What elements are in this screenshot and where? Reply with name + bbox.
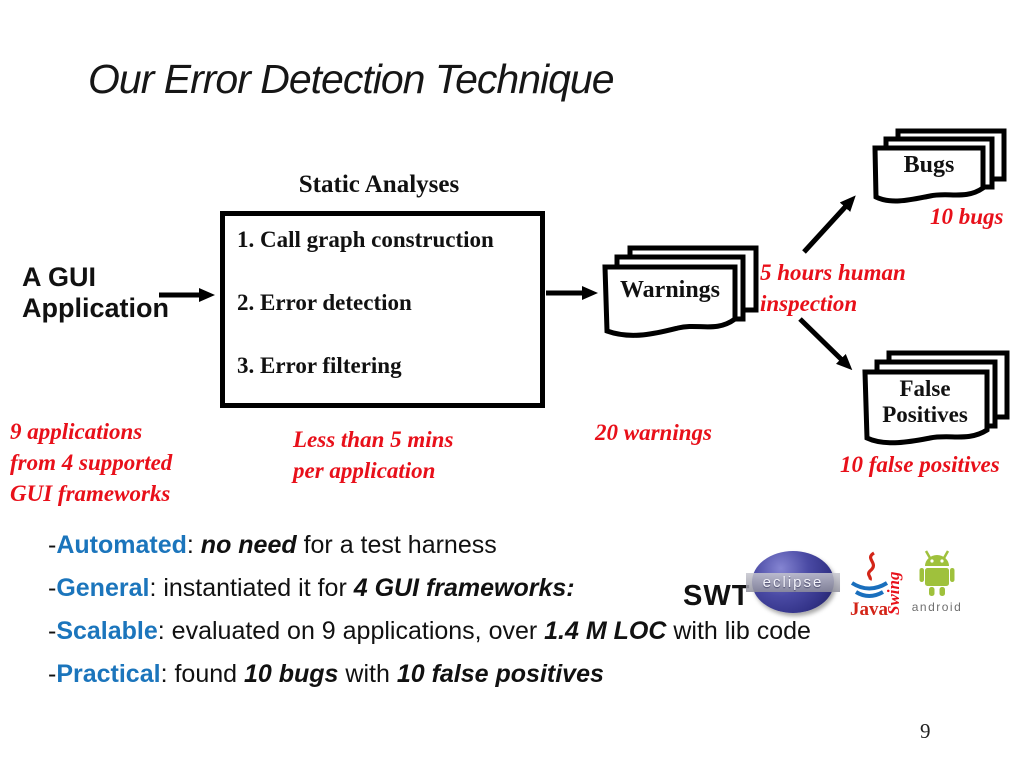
note-false-positive-count: 10 false positives <box>840 452 1000 477</box>
page-number: 9 <box>920 719 931 743</box>
slide-title: Our Error Detection Technique <box>88 56 615 102</box>
bullet-term: Scalable <box>56 617 158 645</box>
false-positives-label: False Positives <box>882 376 968 427</box>
swing-logo: Swing <box>884 571 903 615</box>
bugs-label: Bugs <box>903 152 955 178</box>
java-logo: Java <box>850 551 889 620</box>
eclipse-logo: eclipse <box>746 551 840 613</box>
bullet-text: for a test harness <box>296 531 497 559</box>
bullet-text: with lib code <box>666 617 811 645</box>
gui-application-label: A GUI Application <box>22 262 169 323</box>
eclipse-band <box>746 573 840 592</box>
bullet-list: -Automated: no need for a test harness -… <box>48 532 811 704</box>
note-time-per-application: Less than 5 mins per application <box>293 427 454 483</box>
bullet-term: Practical <box>56 660 161 688</box>
bullet-dash: - <box>48 617 57 645</box>
bullet-emphasis: 10 bugs <box>243 660 339 688</box>
bullet-dash: - <box>48 531 57 559</box>
arrow-analyses-to-warnings-icon <box>546 286 598 300</box>
bugs-stack: Bugs <box>872 128 1012 210</box>
swt-logo: SWT <box>683 580 751 612</box>
bullet-text: : instantiated it for <box>149 574 354 602</box>
bullet-general: -General: instantiated it for 4 GUI fram… <box>48 575 811 602</box>
arrow-input-to-analyses-icon <box>159 288 215 302</box>
document-stack-icon <box>862 350 1010 446</box>
bullet-text: : evaluated on 9 applications, over <box>157 617 545 645</box>
arrow-warnings-to-false-positives-icon <box>798 317 853 371</box>
bullet-dash: - <box>48 574 57 602</box>
eclipse-logo-text: eclipse <box>762 574 824 591</box>
analysis-step-1: 1. Call graph construction <box>237 227 494 252</box>
bullet-dash: - <box>48 660 57 688</box>
bullet-text: : found <box>160 660 244 688</box>
analysis-step-3: 3. Error filtering <box>237 353 402 378</box>
bullet-emphasis: 1.4 M LOC <box>544 617 667 645</box>
bullet-term: Automated <box>56 531 187 559</box>
bullet-emphasis: no need <box>200 531 297 559</box>
warnings-label: Warnings <box>619 277 721 303</box>
note-applications: 9 applications from 4 supported GUI fram… <box>10 419 173 506</box>
android-robot-icon <box>919 550 955 596</box>
note-human-inspection: 5 hours human inspection <box>760 260 906 316</box>
analysis-step-2: 2. Error detection <box>237 290 412 315</box>
bullet-emphasis: 10 false positives <box>396 660 604 688</box>
document-stack-icon <box>602 245 759 338</box>
java-steam-icon <box>867 551 876 581</box>
bullet-scalable: -Scalable: evaluated on 9 applications, … <box>48 618 811 645</box>
arrow-warnings-to-bugs-icon <box>802 195 856 254</box>
note-bug-count: 10 bugs <box>930 204 1004 229</box>
bullet-text: with <box>338 660 397 688</box>
analyses-box: 1. Call graph construction 2. Error dete… <box>220 211 545 408</box>
bullet-term: General <box>56 574 150 602</box>
java-cup-icon <box>854 590 884 598</box>
bullet-practical: -Practical: found 10 bugs with 10 false … <box>48 661 811 688</box>
bullet-text: : <box>186 531 201 559</box>
document-stack-icon <box>872 128 1007 204</box>
bullet-emphasis: 4 GUI frameworks: <box>353 574 575 602</box>
java-logo-text: Java <box>850 599 889 620</box>
static-analyses-label: Static Analyses <box>298 171 460 198</box>
java-cup-icon <box>850 581 889 591</box>
android-logo-text: android <box>912 600 963 614</box>
false-positives-stack: False Positives <box>862 350 1014 448</box>
android-logo: android <box>912 550 963 614</box>
note-warning-count: 20 warnings <box>595 420 712 445</box>
warnings-stack: Warnings <box>602 245 762 341</box>
bullet-automated: -Automated: no need for a test harness <box>48 532 811 559</box>
